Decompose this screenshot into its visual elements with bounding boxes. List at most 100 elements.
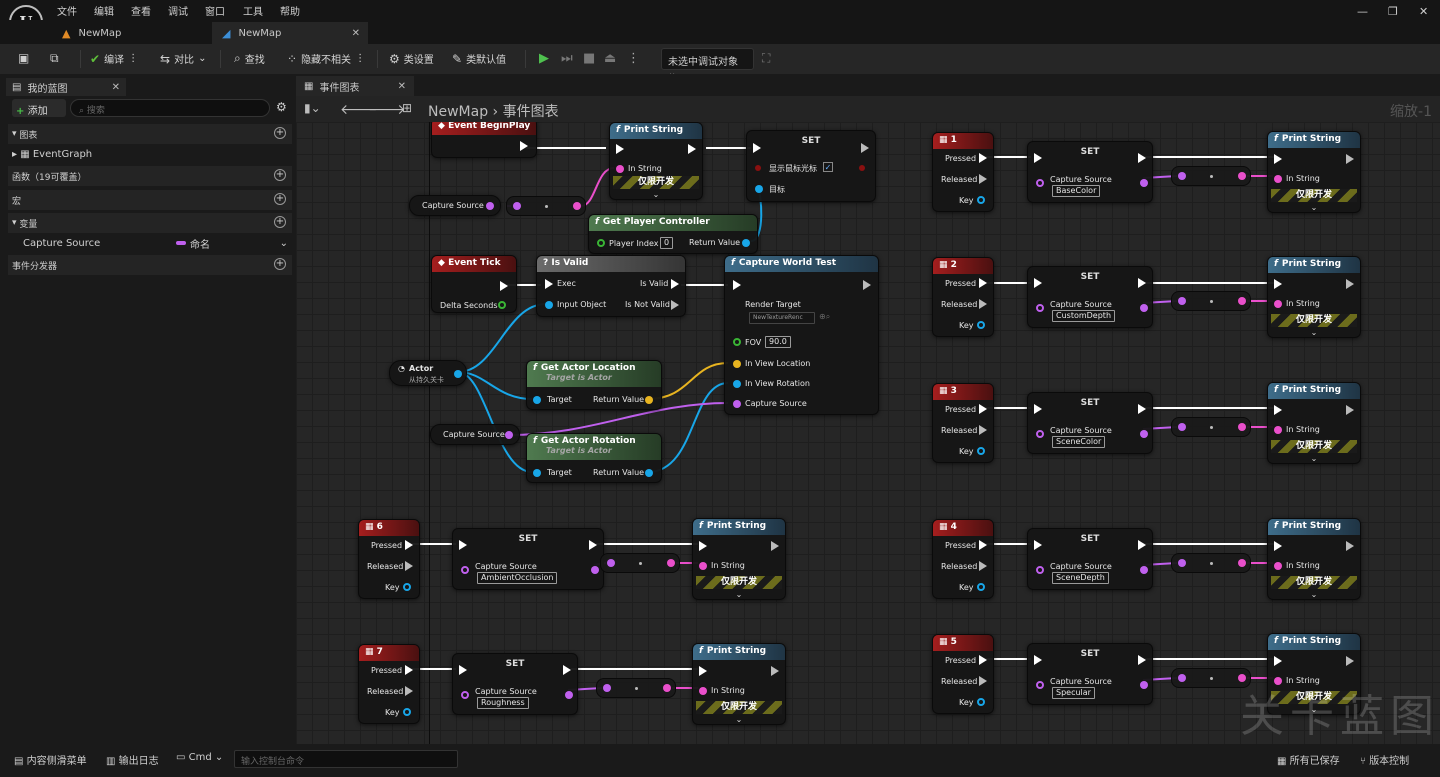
eject-icon[interactable]: ⏏ <box>604 51 617 66</box>
chevron-down-icon[interactable]: ⌄ <box>1310 203 1318 212</box>
exec-out-pin[interactable] <box>861 143 869 153</box>
key-event-node[interactable]: ▦ 7 Pressed Released Key <box>358 644 420 724</box>
exec-in-pin[interactable] <box>1034 153 1042 163</box>
key-event-node[interactable]: ▦ 2 Pressed Released Key <box>932 257 994 337</box>
capture-source-value-input[interactable]: Roughness <box>477 697 529 709</box>
chevron-down-icon[interactable]: ⌄ <box>735 590 743 599</box>
in-view-location-pin[interactable] <box>733 360 741 368</box>
exec-in-pin[interactable] <box>1274 541 1282 551</box>
is-not-valid-exec-pin[interactable] <box>671 300 679 310</box>
section-event-dispatchers[interactable]: 事件分发器+ <box>8 255 292 275</box>
exec-in-pin[interactable] <box>1274 405 1282 415</box>
capture-source-value-input[interactable]: SceneDepth <box>1052 572 1109 584</box>
set-capture-source-node[interactable]: SET Capture Source Specular <box>1027 643 1153 705</box>
capture-source-value-input[interactable]: SceneColor <box>1052 436 1106 448</box>
menu-file[interactable]: 文件 <box>57 7 77 18</box>
target-pin[interactable] <box>533 396 541 404</box>
play-icon[interactable]: ▶ <box>539 51 549 66</box>
chevron-down-icon[interactable]: ⌄ <box>652 190 660 199</box>
released-exec-pin[interactable] <box>405 561 413 571</box>
in-string-pin[interactable] <box>1274 175 1282 183</box>
exec-out-pin[interactable] <box>563 665 571 675</box>
capture-source-value-input[interactable]: AmbientOcclusion <box>477 572 558 584</box>
in-string-pin[interactable] <box>699 687 707 695</box>
capture-source-out-pin[interactable] <box>1140 681 1148 689</box>
exec-out-pin[interactable] <box>589 540 597 550</box>
bool-out-pin[interactable] <box>859 165 865 171</box>
exec-out-pin[interactable] <box>1346 154 1354 164</box>
input-object-pin[interactable] <box>545 301 553 309</box>
exec-in-pin[interactable] <box>699 666 707 676</box>
reroute-node[interactable] <box>1171 668 1251 688</box>
in-string-pin[interactable] <box>1274 426 1282 434</box>
key-pin[interactable] <box>977 447 985 455</box>
menu-tools[interactable]: 工具 <box>243 7 263 18</box>
capture-source-in-pin[interactable] <box>1036 430 1044 438</box>
capture-source-out-pin[interactable] <box>1140 304 1148 312</box>
exec-in-pin[interactable] <box>1034 540 1042 550</box>
capture-source-pin[interactable] <box>733 400 741 408</box>
reroute-node[interactable] <box>1171 291 1251 311</box>
released-exec-pin[interactable] <box>979 676 987 686</box>
capture-source-out-pin[interactable] <box>565 691 573 699</box>
pressed-exec-pin[interactable] <box>979 153 987 163</box>
exec-out-pin[interactable] <box>1346 279 1354 289</box>
in-string-pin[interactable] <box>1274 300 1282 308</box>
capture-source-getter[interactable]: Capture Source <box>409 195 501 216</box>
exec-out-pin[interactable] <box>1138 278 1146 288</box>
in-string-pin[interactable] <box>1274 677 1282 685</box>
close-panel-icon[interactable]: ✕ <box>111 81 120 93</box>
set-show-cursor-node[interactable]: SET 显示鼠标光标 ✓ 目标 <box>746 130 876 202</box>
step-icon[interactable]: ⏭ <box>561 51 573 66</box>
bookmark-icon[interactable]: ▮⌄ <box>304 101 321 115</box>
menu-window[interactable]: 窗口 <box>205 7 225 18</box>
add-variable-icon[interactable]: + <box>274 216 286 228</box>
gear-icon[interactable]: ⚙ <box>276 100 287 114</box>
exec-out-pin[interactable] <box>1138 153 1146 163</box>
is-valid-exec-pin[interactable] <box>671 279 679 289</box>
add-macro-icon[interactable]: + <box>274 193 286 205</box>
exec-in-pin[interactable] <box>616 144 624 154</box>
key-pin[interactable] <box>977 583 985 591</box>
event-graph-item[interactable]: ▸ ▦ EventGraph <box>12 148 93 160</box>
event-tick-node[interactable]: ◆ Event Tick Delta Seconds <box>431 255 517 313</box>
browse-icon[interactable]: ⧉ <box>50 51 59 65</box>
exec-out-pin[interactable] <box>1138 655 1146 665</box>
exec-out-pin[interactable] <box>688 144 696 154</box>
compile-button[interactable]: ✔编译⋮ <box>90 51 139 67</box>
section-macros[interactable]: 宏+ <box>8 190 292 210</box>
exec-in-pin[interactable] <box>699 541 707 551</box>
set-capture-source-node[interactable]: SET Capture Source BaseColor <box>1027 141 1153 203</box>
exec-in-pin[interactable] <box>1034 404 1042 414</box>
capture-source-out-pin[interactable] <box>486 202 494 210</box>
class-settings-button[interactable]: ⚙类设置 <box>389 51 434 67</box>
tab-my-blueprint[interactable]: ▤ 我的蓝图 ✕ <box>6 78 126 96</box>
hierarchy-icon[interactable]: ⊞ <box>402 101 413 115</box>
key-event-node[interactable]: ▦ 5 Pressed Released Key <box>932 634 994 714</box>
capture-source-value-input[interactable]: BaseColor <box>1052 185 1101 197</box>
breadcrumb-graph[interactable]: 事件图表 <box>502 104 559 120</box>
player-index-input[interactable]: 0 <box>660 237 674 249</box>
console-command-input[interactable]: 输入控制台命令 <box>234 750 458 768</box>
find-button[interactable]: ⌕查找 <box>234 51 265 66</box>
fov-input[interactable]: 90.0 <box>765 336 791 348</box>
stop-icon[interactable]: ■ <box>583 51 596 66</box>
asset-tools-icon[interactable]: ⊕⌕ <box>819 312 831 321</box>
return-value-pin[interactable] <box>645 396 653 404</box>
key-pin[interactable] <box>977 321 985 329</box>
add-button[interactable]: + 添加 <box>12 99 66 117</box>
released-exec-pin[interactable] <box>405 686 413 696</box>
released-exec-pin[interactable] <box>979 174 987 184</box>
chevron-down-icon[interactable]: ⌄ <box>1310 705 1318 714</box>
close-tab-icon[interactable]: ✕ <box>397 80 406 92</box>
variable-capture-source[interactable]: Capture Source 命名 ⌄ <box>23 237 288 251</box>
capture-source-in-pin[interactable] <box>1036 681 1044 689</box>
capture-source-out-pin[interactable] <box>1140 179 1148 187</box>
key-pin[interactable] <box>403 708 411 716</box>
in-string-pin[interactable] <box>616 165 624 173</box>
